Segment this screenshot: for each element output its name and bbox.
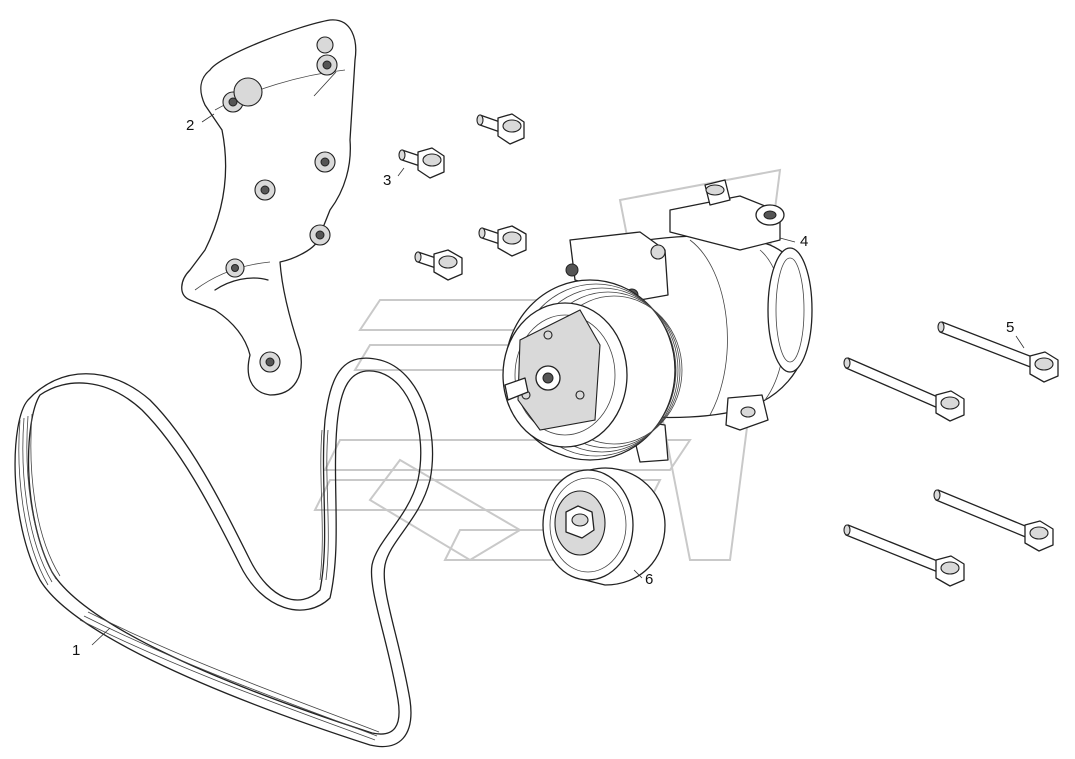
ac-compressor	[502, 179, 813, 463]
long-bolt-c	[933, 489, 1054, 552]
idler-pulley	[542, 467, 666, 586]
callout-1: 1	[72, 642, 80, 659]
short-bolts	[397, 113, 527, 281]
mounting-bracket	[181, 19, 357, 396]
short-bolt-b	[398, 147, 445, 179]
callout-6: 6	[645, 571, 653, 588]
callout-labels: 1 2 3 4 5 6	[72, 117, 1014, 659]
long-bolts	[843, 321, 1059, 587]
long-bolt-d	[843, 524, 965, 587]
long-bolt-a	[937, 321, 1059, 383]
drive-belt	[14, 357, 434, 748]
callout-3: 3	[383, 172, 391, 189]
callout-2: 2	[186, 117, 194, 134]
callout-5: 5	[1006, 319, 1014, 336]
short-bolt-c	[478, 225, 527, 257]
short-bolt-a	[476, 113, 525, 145]
short-bolt-d	[414, 249, 463, 281]
callout-4: 4	[800, 233, 808, 250]
long-bolt-b	[843, 357, 965, 422]
